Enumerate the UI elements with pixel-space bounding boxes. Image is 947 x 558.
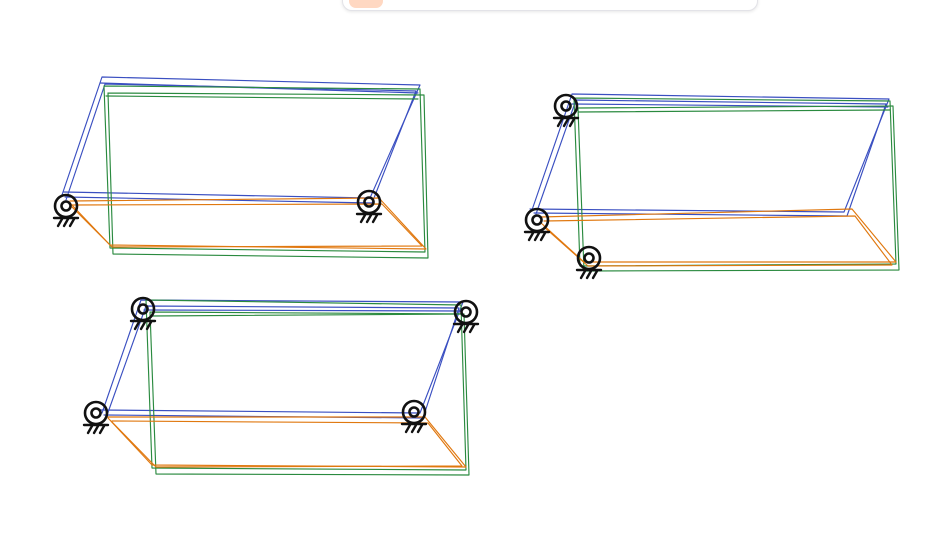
active-tool-button[interactable] <box>349 0 383 8</box>
frame-2-green-sketch <box>573 97 900 272</box>
pin-support-icon[interactable] <box>82 400 110 435</box>
frame-3-orange-sketch <box>107 416 467 468</box>
pin-support-icon[interactable] <box>523 207 551 242</box>
frame-1-orange-sketch <box>69 197 427 250</box>
frame-2 <box>523 93 900 280</box>
frame-3-blue-sketch <box>99 299 464 419</box>
frame-3 <box>82 296 480 476</box>
frame-1 <box>52 76 429 259</box>
frame-1-green-sketch <box>103 85 429 259</box>
pin-support-icon[interactable] <box>355 189 383 224</box>
pin-support-icon[interactable] <box>129 296 157 331</box>
frame-2-orange-sketch <box>539 208 897 267</box>
frame-3-green-sketch <box>145 299 470 476</box>
